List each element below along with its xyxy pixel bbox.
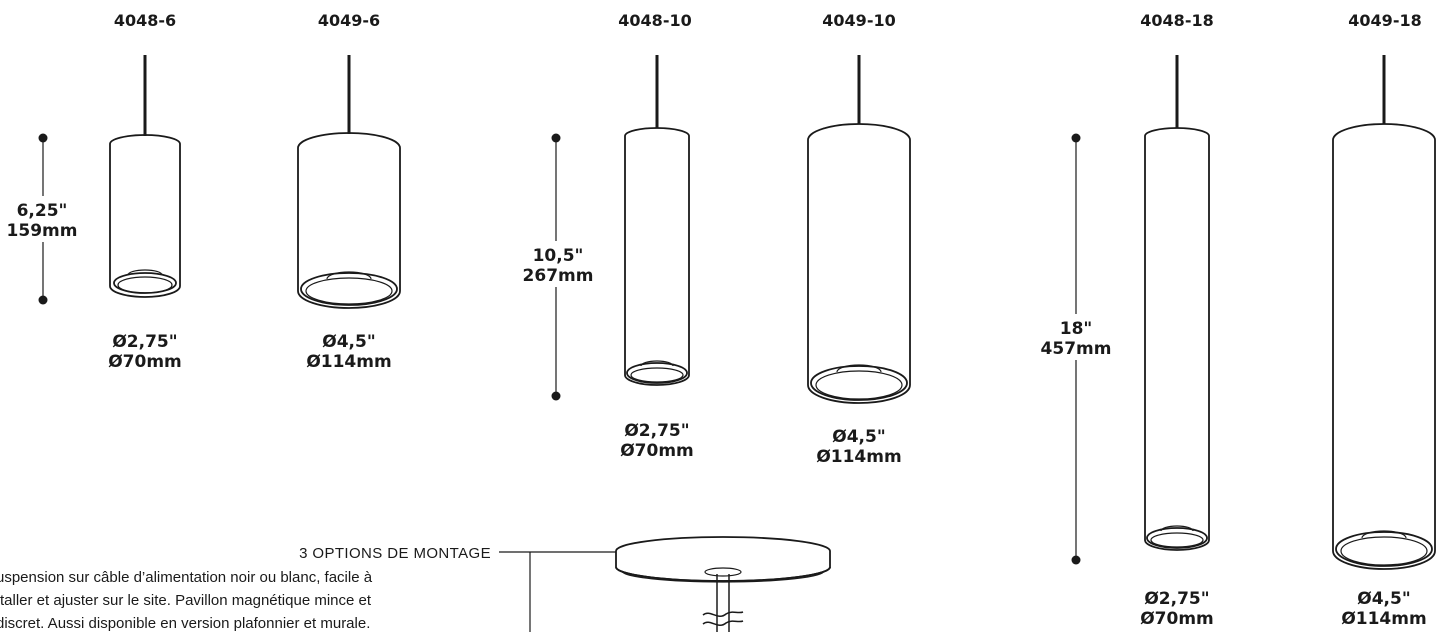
height-dimension-18 [1036,133,1116,565]
height-label-in-6: 6,25" [17,201,68,221]
pendant-4048-6 [109,55,181,298]
height-label-mm-6: 159mm [7,221,78,241]
diameter-in-4049-18: Ø4,5" [1357,589,1410,609]
diameter-in-4049-10: Ø4,5" [832,427,885,447]
mounting-options-title: 3 OPTIONS DE MONTAGE [299,545,491,562]
height-dimension-6 [2,133,82,305]
height-label-mm-18: 457mm [1041,339,1112,359]
model-label-4049-6: 4049-6 [318,11,380,30]
diameter-in-4048-6: Ø2,75" [112,332,177,352]
diameter-in-4048-18: Ø2,75" [1144,589,1209,609]
height-label-in-18: 18" [1060,319,1093,339]
mounting-desc-line-1: uspension sur câble d’alimentation noir … [0,569,373,586]
ceiling-canopy [615,536,831,632]
diameter-mm-4049-6: Ø114mm [306,352,391,372]
diameter-mm-4049-18: Ø114mm [1341,609,1426,629]
pendant-4048-10 [624,55,690,386]
diameter-mm-4048-10: Ø70mm [620,441,694,461]
mounting-callout-leader [499,551,628,632]
diameter-mm-4048-6: Ø70mm [108,352,182,372]
model-label-4048-18: 4048-18 [1140,11,1213,30]
model-label-4049-18: 4049-18 [1348,11,1421,30]
height-dimension-10 [518,133,598,401]
diameter-mm-4049-10: Ø114mm [816,447,901,467]
pendant-4048-18 [1144,55,1210,551]
model-label-4048-10: 4048-10 [618,11,691,30]
height-label-in-10: 10,5" [533,246,584,266]
height-label-mm-10: 267mm [523,266,594,286]
mounting-desc-line-3: discret. Aussi disponible en version pla… [0,615,370,632]
pendant-4049-6 [297,55,401,309]
diameter-in-4048-10: Ø2,75" [624,421,689,441]
diameter-mm-4048-18: Ø70mm [1140,609,1214,629]
pendant-4049-10 [807,55,911,404]
model-label-4048-6: 4048-6 [114,11,176,30]
mounting-desc-line-2: taller et ajuster sur le site. Pavillon … [0,592,372,609]
diameter-in-4049-6: Ø4,5" [322,332,375,352]
pendant-4049-18 [1332,55,1436,570]
model-label-4049-10: 4049-10 [822,11,895,30]
